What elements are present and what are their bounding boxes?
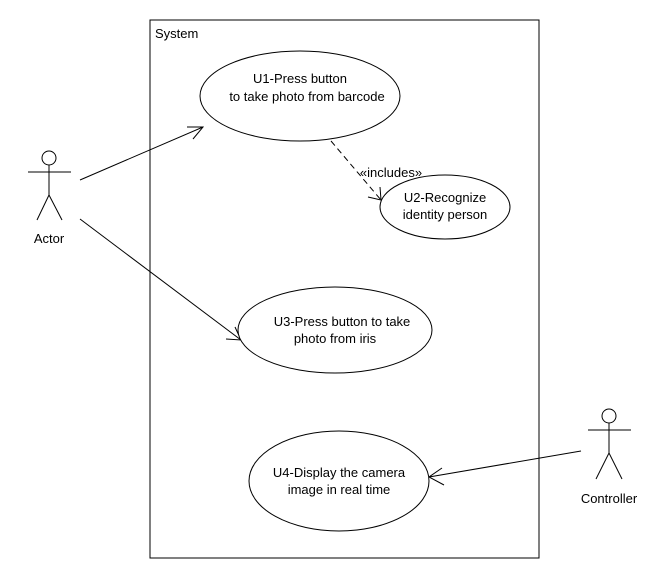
use-case-u1-line1: U1-Press button <box>253 71 347 86</box>
association-controller-u4 <box>428 450 582 486</box>
include-label: «includes» <box>360 165 422 180</box>
controller-head <box>601 408 617 424</box>
use-case-u1: U1-Press button to take photo from barco… <box>199 50 401 142</box>
association-actor-u3 <box>79 218 242 341</box>
use-case-u3-line1: U3-Press button to take <box>274 314 411 329</box>
use-case-u3-line2: photo from iris <box>294 331 377 346</box>
use-case-u1-line2: to take photo from barcode <box>229 89 384 104</box>
use-case-u2-line2: identity person <box>403 207 488 222</box>
actor-head <box>41 150 57 166</box>
use-case-u3: U3-Press button to take photo from iris <box>237 286 433 374</box>
system-label: System <box>155 26 198 41</box>
controller-right-leg <box>608 452 623 480</box>
use-case-u4: U4-Display the camera image in real time <box>248 430 430 532</box>
use-case-u4-line2: image in real time <box>288 482 391 497</box>
actor-label: Actor <box>34 231 65 246</box>
controller-left-leg <box>595 452 610 480</box>
controller-label: Controller <box>581 491 638 506</box>
use-case-u4-line1: U4-Display the camera <box>273 465 406 480</box>
system-boundary <box>149 19 540 559</box>
controller-figure <box>588 408 631 480</box>
actor-right-leg <box>48 194 63 221</box>
actor-figure <box>28 150 71 221</box>
use-case-u2-line1: U2-Recognize <box>404 190 486 205</box>
use-case-u2: U2-Recognize identity person <box>379 174 511 240</box>
actor-left-leg <box>36 194 50 221</box>
association-actor-u1 <box>79 126 205 181</box>
